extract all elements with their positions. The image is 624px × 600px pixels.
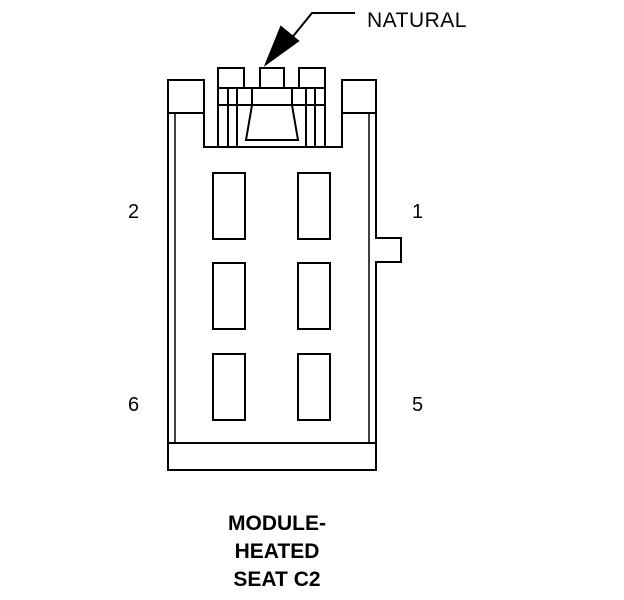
title-line-1: MODULE- (228, 512, 326, 535)
cavity-4 (212, 262, 246, 330)
title-line-2: HEATED (234, 540, 320, 563)
callout-leader-line (289, 12, 355, 41)
connector-body (167, 79, 402, 471)
pin-label-5: 5 (412, 394, 424, 416)
cavity-3 (297, 262, 331, 330)
cavity-1 (297, 172, 331, 240)
pin-label-6: 6 (128, 394, 140, 416)
left-corner-block (167, 79, 205, 114)
right-corner-block (341, 79, 377, 114)
callout-arrow-icon (263, 25, 300, 67)
cavity-6 (212, 353, 246, 421)
title-line-3: SEAT C2 (233, 568, 321, 591)
cavity-5 (297, 353, 331, 421)
pin-label-1: 1 (412, 201, 424, 223)
callout-label-natural: NATURAL (367, 9, 467, 32)
connector-title: MODULE- HEATED SEAT C2 (172, 510, 382, 594)
pin-label-2: 2 (128, 201, 140, 223)
connector-inner-outline (174, 113, 370, 444)
cavity-2 (212, 172, 246, 240)
latch-assembly (217, 67, 326, 147)
